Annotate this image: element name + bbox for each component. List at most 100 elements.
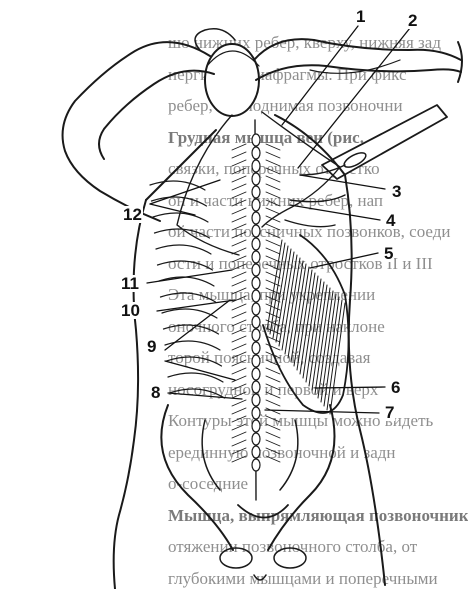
erector-fiber-right — [266, 392, 280, 398]
erector-fiber-left — [232, 312, 246, 318]
erector-fiber-right — [266, 160, 280, 166]
vertebra — [252, 342, 260, 354]
label-4: 4 — [385, 212, 396, 229]
rib-line — [158, 261, 213, 270]
erector-fiber-right — [266, 416, 280, 422]
erector-fiber-left — [232, 216, 246, 222]
erector-fiber-left — [232, 384, 246, 390]
label-6: 6 — [390, 379, 401, 396]
vertebra — [252, 316, 260, 328]
erector-fiber-left — [232, 440, 246, 446]
vertebra — [252, 290, 260, 302]
vertebra — [252, 225, 260, 237]
erector-fiber-right — [266, 368, 280, 374]
label-1: 1 — [355, 8, 366, 25]
erector-fiber-right — [266, 168, 280, 174]
erector-fiber-left — [232, 368, 246, 374]
vertebra — [252, 355, 260, 367]
leader-lines — [147, 26, 410, 413]
spine — [252, 120, 260, 500]
erector-fiber-right — [266, 200, 280, 206]
rib-line — [167, 357, 222, 366]
vertebra — [252, 238, 260, 250]
erector-fiber-left — [232, 168, 246, 174]
erector-fiber-left — [232, 184, 246, 190]
erector-fiber-left — [232, 288, 246, 294]
rib-line — [153, 213, 208, 222]
vertebra — [252, 446, 260, 458]
pelvis — [161, 405, 334, 580]
erector-fiber-left — [232, 336, 246, 342]
erector-fiber-left — [232, 152, 246, 158]
label-7: 7 — [384, 404, 395, 421]
erector-fiber-left — [232, 448, 246, 454]
erector-fiber-right — [266, 232, 280, 238]
vertebra — [252, 394, 260, 406]
vertebra — [252, 303, 260, 315]
erector-fiber-right — [266, 408, 280, 414]
erector-fiber-left — [232, 424, 246, 430]
erector-fiber-left — [232, 176, 246, 182]
label-12: 12 — [122, 206, 143, 223]
erector-fiber-left — [232, 376, 246, 382]
label-5: 5 — [383, 245, 394, 262]
rib-line — [161, 293, 216, 302]
erector-fiber-left — [232, 408, 246, 414]
vertebra — [252, 160, 260, 172]
erector-fiber-right — [266, 272, 280, 278]
erector-fiber-right — [266, 424, 280, 430]
vertebra — [252, 199, 260, 211]
label-10: 10 — [120, 302, 141, 319]
erector-fiber-right — [266, 152, 280, 158]
erector-fiber-left — [232, 232, 246, 238]
erector-fiber-left — [232, 392, 246, 398]
vertebra — [252, 407, 260, 419]
erector-fiber-right — [266, 192, 280, 198]
erector-fiber-right — [266, 448, 280, 454]
erector-fiber-left — [232, 328, 246, 334]
erector-fiber-right — [266, 432, 280, 438]
erector-fiber-right — [266, 440, 280, 446]
erector-fiber-right — [266, 184, 280, 190]
vertebra — [252, 173, 260, 185]
erector-fiber-right — [266, 400, 280, 406]
vertebra — [252, 381, 260, 393]
label-3: 3 — [391, 183, 402, 200]
vertebra — [252, 277, 260, 289]
label-11: 11 — [120, 275, 140, 292]
vertebra — [252, 420, 260, 432]
vertebra — [252, 433, 260, 445]
vertebra — [252, 251, 260, 263]
erector-fiber-left — [232, 456, 246, 462]
rib-line — [155, 229, 210, 238]
erector-fiber-left — [232, 160, 246, 166]
rib-line — [156, 245, 211, 254]
erector-fiber-right — [266, 208, 280, 214]
erector-fiber-left — [232, 264, 246, 270]
erector-fiber-left — [232, 344, 246, 350]
erector-fiber-left — [232, 280, 246, 286]
label-2: 2 — [407, 12, 418, 29]
vertebra — [252, 212, 260, 224]
erector-fiber-left — [232, 400, 246, 406]
rib-line — [152, 197, 207, 206]
erector-fiber-right — [266, 384, 280, 390]
erector-fiber-right — [266, 248, 280, 254]
vertebra — [252, 147, 260, 159]
erector-fiber-left — [232, 416, 246, 422]
label-8: 8 — [150, 384, 161, 401]
erector-fiber-right — [266, 224, 280, 230]
erector-fiber-left — [232, 240, 246, 246]
erector-fiber-left — [232, 200, 246, 206]
erector-fiber-left — [232, 360, 246, 366]
erector-fiber-left — [232, 432, 246, 438]
erector-fiber-right — [266, 176, 280, 182]
vertebra — [252, 329, 260, 341]
erector-fiber-right — [266, 240, 280, 246]
label-9: 9 — [146, 338, 157, 355]
erector-fiber-left — [232, 192, 246, 198]
erector-fiber-left — [232, 224, 246, 230]
erector-fiber-right — [266, 456, 280, 462]
